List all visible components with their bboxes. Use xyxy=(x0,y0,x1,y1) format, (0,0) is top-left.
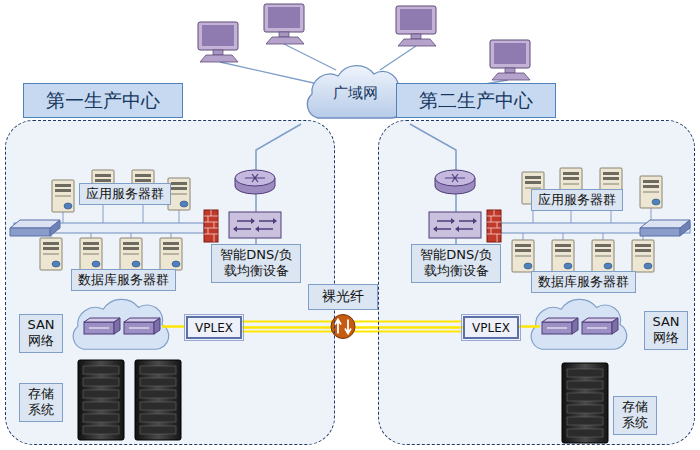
san-switch-icon xyxy=(542,318,578,334)
region-fill xyxy=(5,120,335,445)
firewall-icon xyxy=(204,210,218,242)
storage-rack xyxy=(135,360,181,440)
server-icon xyxy=(120,238,142,270)
server-icon xyxy=(640,176,662,208)
node-text: 数据库服务器群 xyxy=(538,274,629,290)
node-text: VPLEX xyxy=(195,321,233,335)
server-icon xyxy=(168,178,190,210)
node-text: VPLEX xyxy=(472,321,510,335)
load-balancer-icon xyxy=(229,212,281,238)
node-text: 智能DNS/负载均衡设备 xyxy=(218,247,294,280)
server-icon xyxy=(552,240,574,272)
vplex-box: VPLEX xyxy=(463,316,519,339)
device-label: 智能DNS/负载均衡设备 xyxy=(211,244,301,283)
node-text: 广域网 xyxy=(333,84,378,103)
node-text: 存储 系统 xyxy=(620,399,650,432)
node-text: 应用服务器群 xyxy=(86,186,164,202)
storage-label: 存储 系统 xyxy=(613,396,657,435)
san-switch-icon xyxy=(84,318,120,334)
pc-icon xyxy=(198,22,238,62)
node-text: 智能DNS/负载均衡设备 xyxy=(418,247,494,280)
group-label: 数据库服务器群 xyxy=(71,269,176,291)
san-switch-icon xyxy=(582,318,618,334)
fiber-label: 裸光纤 xyxy=(308,284,378,310)
san-cloud xyxy=(531,299,627,349)
network-label: SAN 网络 xyxy=(644,311,688,350)
router-icon xyxy=(235,170,275,194)
data-center-region: 第一生产中心应用服务器群智能DNS/负载均衡设备数据库服务器群SAN 网络VPL… xyxy=(5,120,335,445)
network-label: SAN 网络 xyxy=(19,314,63,353)
server-icon xyxy=(80,238,102,270)
node-text: 裸光纤 xyxy=(315,288,371,306)
pc-icon xyxy=(264,4,304,44)
switch-icon xyxy=(640,220,690,236)
wan-cloud: 广域网 xyxy=(300,62,410,124)
pc-icon xyxy=(396,6,436,46)
pc-icon xyxy=(490,40,530,80)
region-fill xyxy=(378,120,695,445)
server-icon xyxy=(592,240,614,272)
san-switch-icon xyxy=(124,318,160,334)
vplex-box: VPLEX xyxy=(186,316,242,339)
data-center-region: 第二生产中心应用服务器群智能DNS/负载均衡设备数据库服务器群SAN 网络VPL… xyxy=(378,120,695,445)
server-icon xyxy=(512,240,534,272)
device-label: 智能DNS/负载均衡设备 xyxy=(411,244,501,283)
server-icon xyxy=(160,238,182,270)
server-icon xyxy=(40,238,62,270)
group-label: 数据库服务器群 xyxy=(531,271,636,293)
router-icon xyxy=(435,170,475,194)
firewall-icon xyxy=(487,210,501,242)
node-text: 存储 系统 xyxy=(26,386,56,419)
san-cloud xyxy=(73,299,169,349)
fiber-link xyxy=(518,325,540,328)
storage-label: 存储 系统 xyxy=(19,383,63,422)
region-heading: 第一生产中心 xyxy=(23,83,183,118)
switch-icon xyxy=(10,220,60,236)
node-text: 数据库服务器群 xyxy=(78,272,169,288)
node-text: SAN 网络 xyxy=(26,317,56,350)
group-label: 应用服务器群 xyxy=(531,189,623,211)
server-icon xyxy=(52,180,74,212)
storage-rack xyxy=(78,360,124,440)
group-label: 应用服务器群 xyxy=(79,183,171,205)
storage-rack xyxy=(562,363,608,443)
region-heading: 第二生产中心 xyxy=(396,83,556,118)
server-icon xyxy=(632,240,654,272)
node-text: 应用服务器群 xyxy=(538,192,616,208)
fiber-link xyxy=(162,325,185,328)
node-text: SAN 网络 xyxy=(651,314,681,347)
load-balancer-icon xyxy=(429,212,481,238)
